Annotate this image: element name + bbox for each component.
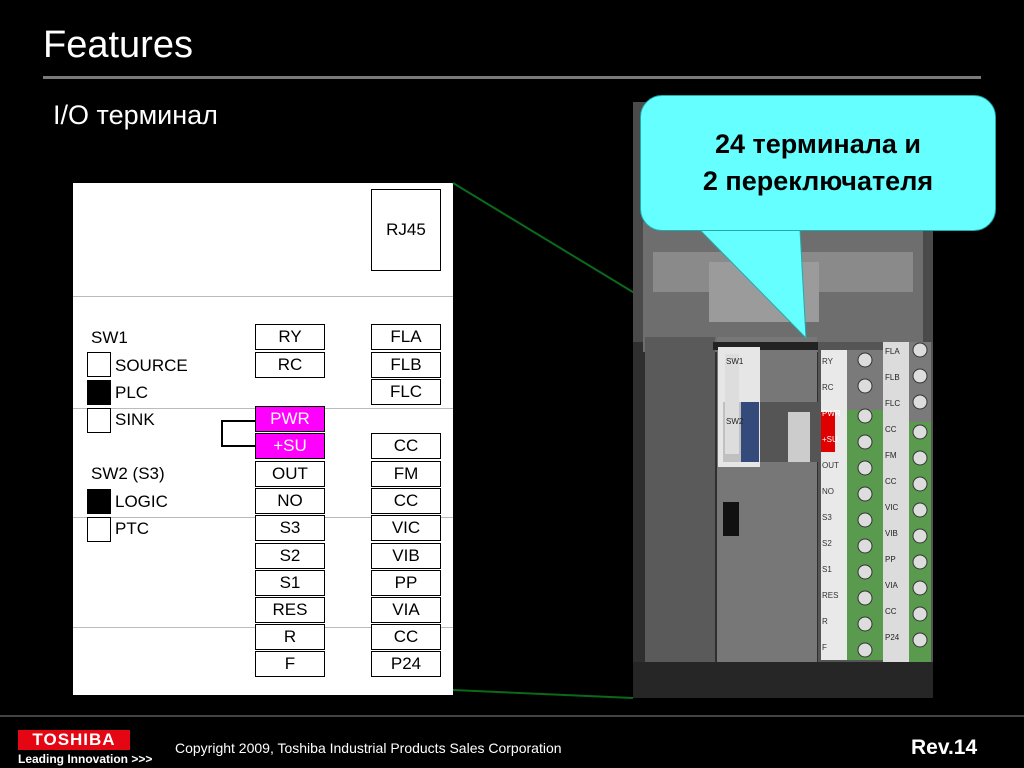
photo-right-strip-label: FLB: [885, 373, 900, 382]
photo-right-strip-label: CC: [885, 607, 897, 616]
sw2-ptc-box: [87, 517, 111, 542]
toshiba-logo: TOSHIBA: [18, 730, 130, 750]
sw1-plc-label: PLC: [115, 383, 149, 402]
sw1-source-box: [87, 352, 111, 377]
title-divider: [43, 76, 981, 79]
photo-right-strip-label: FLA: [885, 347, 900, 356]
terminal-f: F: [255, 651, 325, 677]
terminal-pp: PP: [371, 570, 441, 596]
terminal-rc: RC: [255, 352, 325, 378]
callout-line-1: 24 терминала и: [714, 129, 922, 159]
terminal-flb: FLB: [371, 352, 441, 378]
terminal-ry: RY: [255, 324, 325, 350]
terminal-s1: S1: [255, 570, 325, 596]
photo-left-strip-label: +SU: [822, 435, 838, 444]
terminal-no: NO: [255, 488, 325, 514]
terminal-diagram: RJ45 SW1 SOURCE PLC SINK SW2 (S3) LOGIC …: [73, 183, 453, 695]
photo-right-strip-label: P24: [885, 633, 900, 642]
slide-subtitle: I/O терминал: [53, 100, 218, 130]
copyright-text: Copyright 2009, Toshiba Industrial Produ…: [175, 740, 562, 756]
photo-right-strip-label: FM: [885, 451, 897, 460]
terminal-res: RES: [255, 597, 325, 623]
terminal-fla: FLA: [371, 324, 441, 350]
photo-left-strip-label: S3: [822, 513, 832, 522]
terminal-r: R: [255, 624, 325, 650]
photo-switch-label: SW1: [726, 357, 744, 366]
sw1-source-label: SOURCE: [115, 356, 188, 375]
divider: [73, 296, 453, 297]
terminal-s2: S2: [255, 543, 325, 569]
photo-left-strip-label: RC: [822, 383, 834, 392]
photo-right-strip-label: FLC: [885, 399, 900, 408]
terminal-cc: CC: [371, 488, 441, 514]
photo-left-strip-label: S1: [822, 565, 832, 574]
photo-left-strip-label: F: [822, 643, 827, 652]
terminal-pwr: PWR: [255, 406, 325, 432]
jumper-link: [221, 420, 258, 447]
sw1-sink-label: SINK: [115, 410, 155, 429]
photo-left-strip-label: NO: [822, 487, 834, 496]
revision-label: Rev.14: [911, 736, 978, 759]
photo-left-strip-label: S2: [822, 539, 832, 548]
sw1-sink-box: [87, 408, 111, 433]
callout-text: 24 терминала и 2 переключателя: [640, 126, 996, 200]
photo-left-strip-label: R: [822, 617, 828, 626]
terminal-su: +SU: [255, 433, 325, 459]
photo-left-strip-label: PWR: [822, 409, 841, 418]
sw1-label: SW1: [91, 328, 128, 347]
terminal-fm: FM: [371, 461, 441, 487]
photo-right-strip-label: PP: [885, 555, 896, 564]
photo-switch-label: SW2: [726, 417, 744, 426]
sw2-logic-label: LOGIC: [115, 492, 168, 511]
callout-bubble: [640, 95, 996, 231]
rj45-port: RJ45: [371, 189, 441, 271]
photo-right-strip-label: CC: [885, 425, 897, 434]
callout-line-2: 2 переключателя: [702, 166, 934, 196]
sw1-plc-box: [87, 380, 111, 405]
photo-right-strip-label: CC: [885, 477, 897, 486]
brand-tagline: Leading Innovation >>>: [18, 752, 153, 766]
terminal-cc: CC: [371, 624, 441, 650]
terminal-out: OUT: [255, 461, 325, 487]
terminal-via: VIA: [371, 597, 441, 623]
photo-left-strip-label: OUT: [822, 461, 839, 470]
terminal-vib: VIB: [371, 543, 441, 569]
photo-left-strip-label: RES: [822, 591, 838, 600]
terminal-p24: P24: [371, 651, 441, 677]
photo-right-strip-label: VIC: [885, 503, 899, 512]
sw2-ptc-label: PTC: [115, 519, 149, 538]
terminal-flc: FLC: [371, 379, 441, 405]
sw2-label: SW2 (S3): [91, 464, 165, 483]
terminal-cc: CC: [371, 433, 441, 459]
photo-right-strip-label: VIA: [885, 581, 899, 590]
terminal-vic: VIC: [371, 515, 441, 541]
terminal-s3: S3: [255, 515, 325, 541]
slide-title: Features: [43, 24, 193, 66]
photo-left-strip-label: RY: [822, 357, 834, 366]
photo-right-strip-label: VIB: [885, 529, 898, 538]
sw2-logic-box: [87, 489, 111, 514]
footer-divider: [0, 715, 1024, 717]
